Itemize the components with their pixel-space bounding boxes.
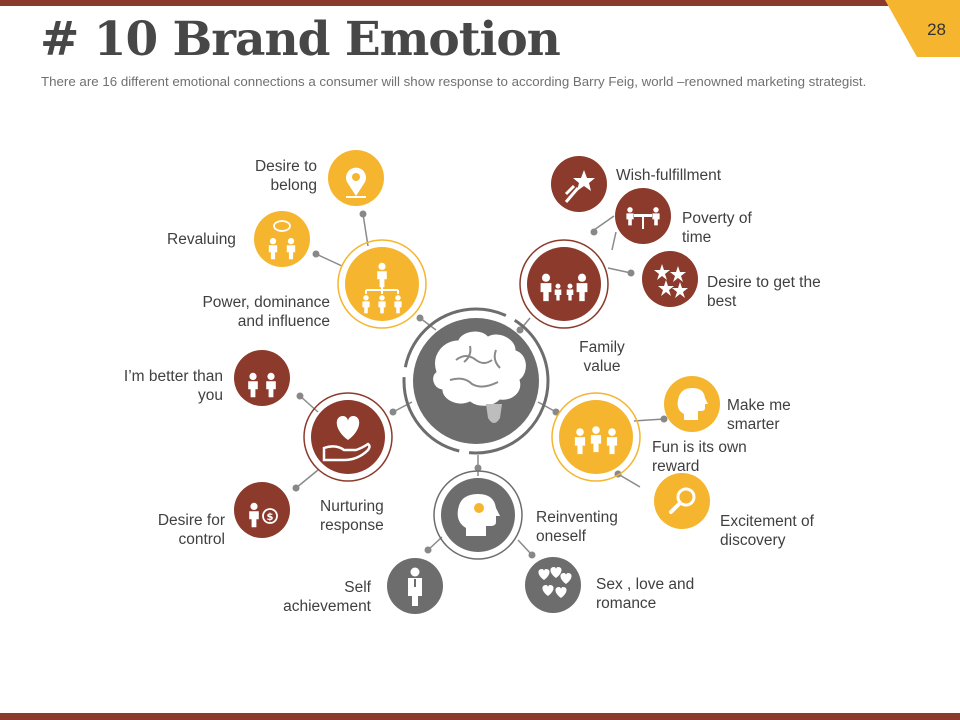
- label-line: Nurturing: [320, 498, 384, 515]
- label-line: Family: [579, 339, 625, 356]
- label-line: time: [682, 229, 712, 246]
- self-achievement-node: [387, 558, 443, 614]
- people-talk-icon: [268, 220, 296, 260]
- label-fun-is-its-own-reward: Fun is its own reward: [652, 438, 747, 476]
- label-excitement-of-discovery: Excitement of discovery: [720, 512, 814, 550]
- label-line: Fun is its own: [652, 439, 747, 456]
- shooting-star-icon: [564, 170, 595, 203]
- label-line: smarter: [727, 416, 780, 433]
- label-poverty-of-time: Poverty of time: [682, 209, 752, 247]
- label-line: romance: [596, 595, 657, 612]
- label-line: Revaluing: [167, 231, 236, 248]
- desire-to-get-the-best-node: [642, 251, 698, 307]
- label-family-value: Family value: [562, 338, 642, 376]
- wish-fulfillment-node: [551, 156, 607, 212]
- revaluing-node: [254, 211, 310, 267]
- label-line: I’m better than: [123, 368, 223, 385]
- label-line: belong: [270, 177, 317, 194]
- label-line: value: [583, 358, 621, 375]
- top-bar: [0, 0, 960, 6]
- center-brain-node: [402, 307, 550, 455]
- label-wish-fulfillment: Wish-fulfillment: [616, 166, 721, 185]
- page-subtitle: There are 16 different emotional connect…: [41, 74, 867, 89]
- label-line: oneself: [536, 528, 586, 545]
- bottom-bar: [0, 713, 960, 720]
- head-idea-icon: [457, 494, 500, 536]
- label-self-achievement: Self achievement: [260, 578, 371, 616]
- reinventing-hub: [433, 470, 523, 560]
- sex-love-romance-node: [525, 557, 581, 613]
- label-line: Desire to: [254, 158, 317, 175]
- label-make-me-smarter: Make me smarter: [727, 396, 791, 434]
- label-desire-to-get-the-best: Desire to get the best: [707, 273, 821, 311]
- poverty-of-time-node: [615, 188, 671, 244]
- label-line: Desire for: [157, 512, 225, 529]
- label-line: Wish-fulfillment: [616, 167, 722, 184]
- svg-text:$: $: [267, 512, 274, 523]
- head-profile-icon: [677, 388, 708, 420]
- label-desire-to-belong: Desire to belong: [200, 157, 317, 195]
- desire-for-control-node: $: [234, 482, 290, 538]
- desire-to-belong-node: [328, 150, 384, 206]
- label-power: Power, dominance and influence: [180, 293, 330, 331]
- friends-icon: [574, 426, 618, 455]
- label-line: reward: [652, 458, 700, 475]
- label-desire-for-control: Desire for control: [120, 511, 225, 549]
- connector-dots: [292, 210, 668, 559]
- magnifier-icon: [669, 487, 696, 514]
- hearts-icon: [538, 567, 572, 598]
- meeting-table-icon: [626, 207, 660, 229]
- label-line: Reinventing: [536, 509, 618, 526]
- label-line: Poverty of: [682, 210, 752, 227]
- stars-icon: [654, 264, 688, 298]
- excitement-of-discovery-node: [654, 473, 710, 529]
- label-better-than-you: I’m better than you: [100, 367, 223, 405]
- brain-icon: [432, 330, 527, 423]
- family-hub: [519, 239, 609, 329]
- heart-hand-icon: [322, 416, 371, 462]
- nurturing-hub: [303, 392, 393, 482]
- org-chart-icon: [362, 262, 402, 314]
- page-title: # 10 Brand Emotion: [40, 12, 561, 67]
- page-number: 28: [927, 20, 946, 39]
- page-number-tab: [885, 0, 960, 57]
- fun-hub: [551, 392, 641, 482]
- label-line: Excitement of: [720, 513, 814, 530]
- label-sex-love-romance: Sex , love and romance: [596, 575, 694, 613]
- label-line: achievement: [283, 598, 371, 615]
- label-nurturing-response: Nurturing response: [320, 497, 384, 535]
- label-line: Self: [344, 579, 371, 596]
- label-line: Sex , love and: [596, 576, 695, 593]
- label-line: Power, dominance: [202, 294, 330, 311]
- location-pin-icon: [346, 167, 366, 198]
- businessman-icon: [408, 567, 422, 606]
- label-line: best: [707, 293, 737, 310]
- label-line: Make me: [727, 397, 791, 414]
- label-line: and influence: [237, 313, 330, 330]
- label-revaluing: Revaluing: [167, 230, 236, 249]
- label-line: you: [198, 387, 223, 404]
- label-reinventing-oneself: Reinventing oneself: [536, 508, 618, 546]
- label-line: discovery: [720, 532, 786, 549]
- make-me-smarter-node: [664, 376, 720, 432]
- power-hub: [337, 239, 427, 329]
- label-line: Desire to get the: [707, 274, 821, 291]
- label-line: control: [178, 531, 225, 548]
- better-than-you-node: [234, 350, 290, 406]
- money-person-icon: $: [249, 502, 278, 528]
- label-line: response: [320, 517, 384, 534]
